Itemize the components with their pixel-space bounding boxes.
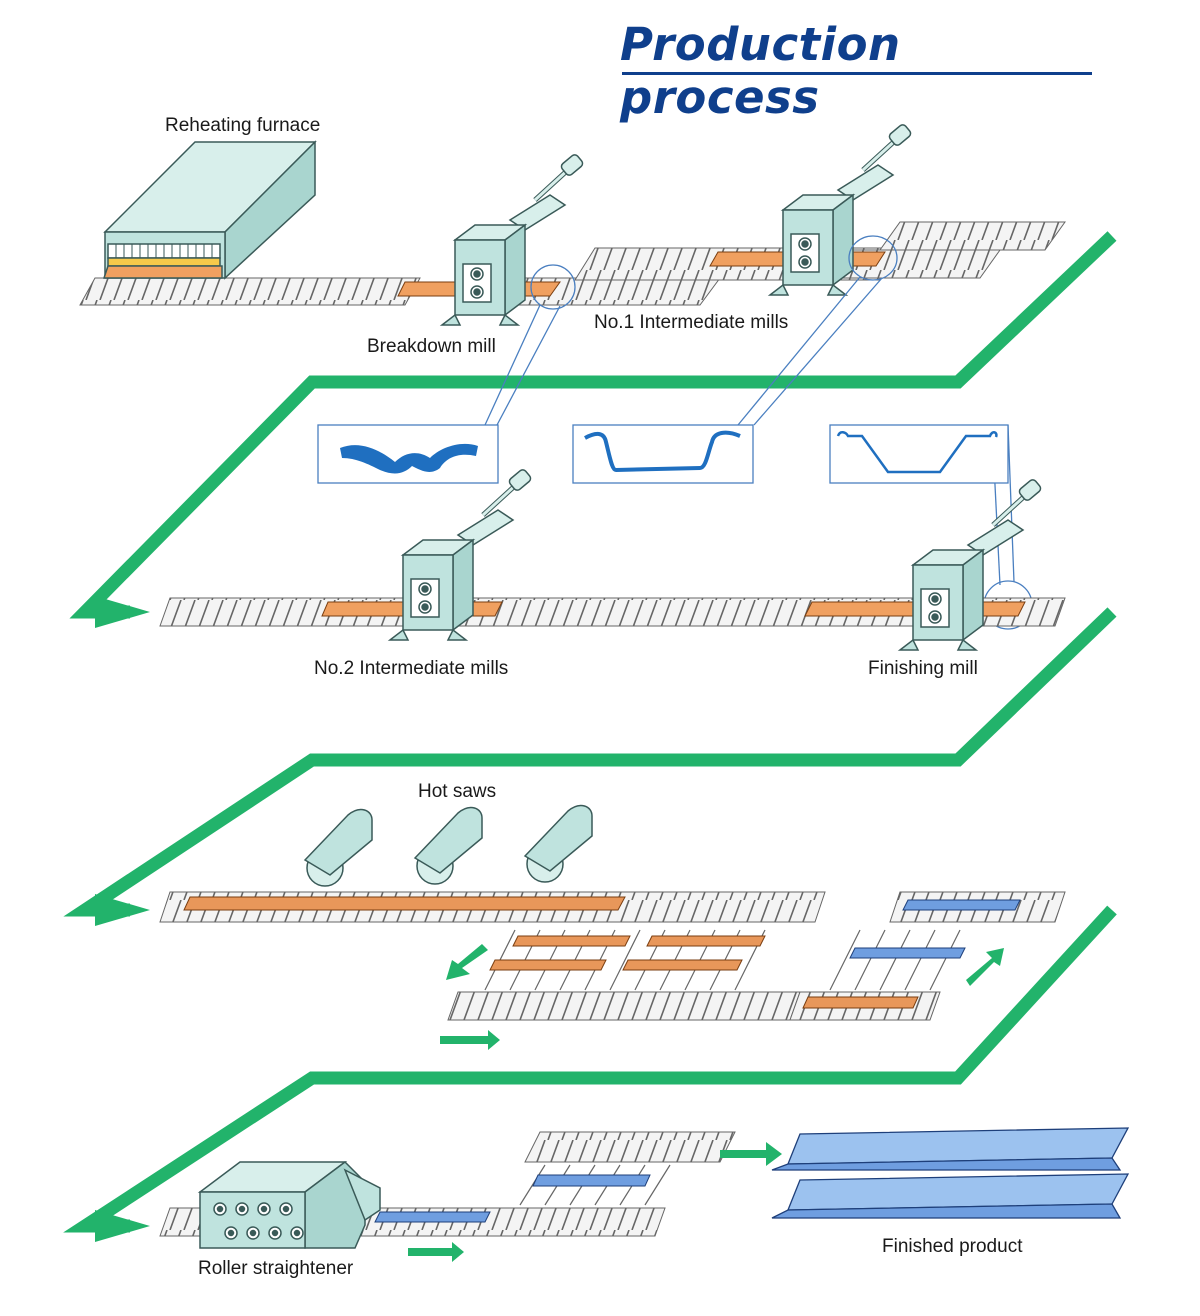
label-roller-straightener: Roller straightener: [198, 1258, 354, 1279]
hot-saw-2: [413, 806, 483, 885]
small-flow-arrows-row3: [440, 944, 1004, 1050]
hot-saw-1: [303, 808, 373, 887]
profile-box-1: [317, 424, 499, 484]
no1-intermediate-mill-stand: [767, 124, 912, 296]
cold-bars-row4: [374, 1174, 651, 1223]
profile-box-3: [829, 424, 1009, 484]
hot-bars-row3: [183, 896, 919, 1009]
label-hot-saws: Hot saws: [418, 781, 497, 802]
cold-bars-row3: [849, 899, 1021, 959]
hot-saw-3: [523, 804, 593, 883]
flow-arrowheads: [95, 596, 150, 1242]
no2-intermediate-mill-stand: [387, 469, 532, 641]
label-no1-intermediate-mills: No.1 Intermediate mills: [594, 312, 789, 333]
label-breakdown-mill: Breakdown mill: [367, 336, 496, 357]
small-flow-arrows-row4: [408, 1142, 782, 1262]
zoom-callouts: [484, 235, 1033, 630]
label-finishing-mill: Finishing mill: [868, 658, 978, 679]
label-finished-product: Finished product: [882, 1236, 1023, 1257]
flow-path: [63, 231, 1117, 1233]
finishing-mill-stand: [897, 479, 1042, 651]
page-title: Production process: [620, 18, 901, 124]
roller-straightener-machine: [197, 1161, 381, 1249]
label-no2-intermediate-mills: No.2 Intermediate mills: [314, 658, 509, 679]
title-underline: [622, 72, 1092, 75]
finished-product: [771, 1127, 1130, 1219]
label-reheating-furnace: Reheating furnace: [165, 115, 321, 136]
reheating-furnace: [102, 140, 317, 280]
breakdown-mill-stand: [439, 154, 584, 326]
profile-box-2: [572, 424, 754, 484]
